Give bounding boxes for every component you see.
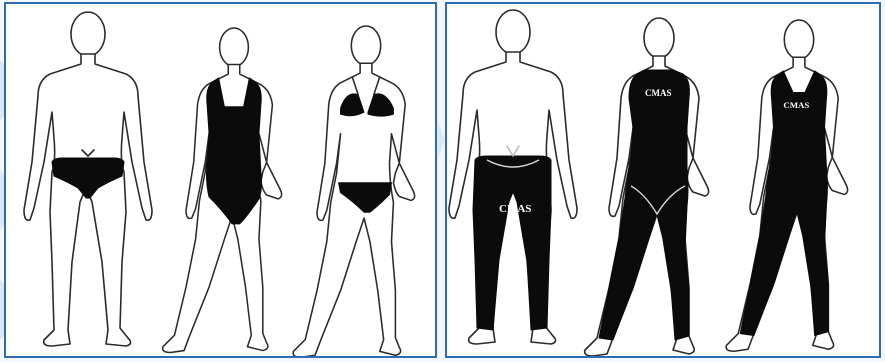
figure-woman-full-body-suit-open-back: CMAS [726,20,847,351]
figure-woman-one-piece [163,28,282,352]
figure-woman-bikini [293,26,414,357]
panel-standard-swimwear [4,2,437,358]
figure-man-briefs [24,12,152,346]
panel-fin-swimming-suits: CMAS CMAS CMAS [445,2,881,358]
cms-logo-woman1: CMAS [645,88,672,98]
long-leg-suit [473,156,551,330]
figure-woman-full-body-suit: CMAS [585,18,709,356]
figure-man-long-leg-suit: CMAS [449,10,577,344]
cms-logo-man: CMAS [499,203,531,215]
cms-logo-woman2: CMAS [783,100,809,110]
